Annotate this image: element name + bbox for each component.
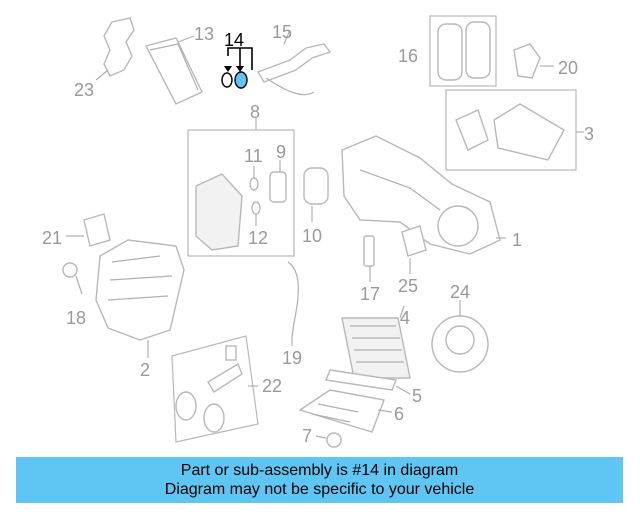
part-13-panel [144, 35, 203, 105]
part-17-resistor [363, 235, 375, 282]
part-22-box [171, 335, 259, 443]
parts-diagram: 23 13 14 15 16 20 3 [42, 15, 594, 448]
callout-23: 23 [74, 80, 94, 100]
callout-19: 19 [282, 348, 302, 368]
callout-25: 25 [398, 276, 418, 296]
banner-line-1: Part or sub-assembly is #14 in diagram [180, 462, 459, 479]
part-15-pipe [256, 29, 332, 96]
callout-1: 1 [512, 230, 522, 250]
part-10-sensor [303, 167, 329, 222]
part-16-seals [437, 21, 491, 81]
callout-15: 15 [272, 22, 292, 42]
callout-4: 4 [400, 308, 410, 328]
callout-16: 16 [398, 46, 418, 66]
callout-10: 10 [302, 226, 322, 246]
part-20-bracket [513, 43, 554, 79]
part-24-blower [431, 300, 489, 373]
part-9-valve [269, 160, 287, 203]
callout-12: 12 [248, 228, 268, 248]
part-25-connector [401, 225, 427, 274]
callout-14: 14 [224, 30, 244, 50]
part-14-orings [221, 47, 253, 89]
part-6-tray [298, 389, 393, 433]
part-4-filter [341, 305, 411, 379]
info-banner: Part or sub-assembly is #14 in diagram D… [16, 457, 623, 503]
banner-line-2: Diagram may not be specific to your vehi… [164, 481, 475, 498]
callout-9: 9 [276, 142, 286, 162]
callout-8: 8 [250, 102, 260, 122]
part-19-hose [287, 261, 299, 346]
part-8-evaporator [195, 173, 243, 251]
part-11-12-rings [249, 166, 261, 226]
callout-17: 17 [360, 284, 380, 304]
callout-24: 24 [450, 282, 470, 302]
callout-7: 7 [302, 426, 312, 446]
callout-13: 13 [194, 24, 214, 44]
part-16-box [429, 15, 497, 87]
part-22-door-kit [175, 345, 258, 433]
callout-11: 11 [244, 146, 263, 166]
part-21-actuator [66, 213, 111, 247]
callout-2: 2 [140, 360, 150, 380]
part-5-seal [325, 369, 411, 395]
callout-6: 6 [394, 404, 404, 424]
part-2-case [95, 239, 185, 358]
part-7-drain [315, 432, 342, 448]
part-3-box [445, 89, 577, 171]
callout-20: 20 [558, 58, 578, 78]
callout-22: 22 [262, 376, 282, 396]
part-1-housing [341, 135, 506, 255]
callout-21: 21 [42, 228, 62, 248]
part-3-duct [455, 103, 584, 161]
part-8-box [187, 129, 295, 257]
part-23-bracket [95, 17, 135, 81]
callout-3: 3 [584, 124, 594, 144]
callout-5: 5 [412, 386, 422, 406]
part-18-sensor [62, 262, 83, 295]
callout-18: 18 [66, 308, 86, 328]
